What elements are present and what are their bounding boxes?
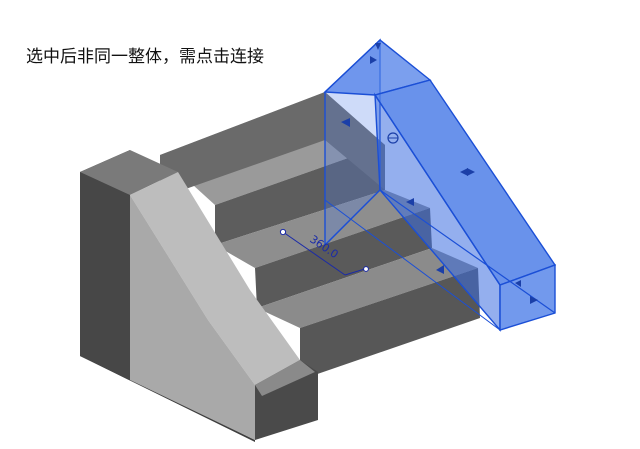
grip-arrow-mid2[interactable] <box>467 168 475 176</box>
grip-arrow-top[interactable] <box>375 43 381 50</box>
grip-arrow-step2[interactable] <box>436 265 444 274</box>
stair-tread-1 <box>215 190 430 268</box>
grip-arrow-upper[interactable] <box>370 56 377 64</box>
selection-hidden-edge <box>324 199 501 331</box>
stair-riser-1 <box>215 145 385 245</box>
grip-arrow-left[interactable] <box>341 118 350 127</box>
grip-arrow-end2[interactable] <box>515 280 521 287</box>
selection-bottom-edge <box>324 189 556 314</box>
dimension-grip-start[interactable] <box>279 228 287 236</box>
wall-lower-face <box>130 195 255 440</box>
stair-upper-side <box>325 92 385 190</box>
grip-arrow-mid[interactable] <box>460 168 468 176</box>
dimension-grip-end[interactable] <box>363 266 369 272</box>
wall-top-face <box>80 150 178 195</box>
side-wall[interactable] <box>80 150 318 442</box>
stair-tread-2 <box>257 248 478 328</box>
wall-end-top <box>255 360 315 396</box>
grip-arrow-step1[interactable] <box>406 198 414 206</box>
stair-upper-front <box>160 92 325 198</box>
grip-arrow-end[interactable] <box>530 296 538 304</box>
instruction-caption: 选中后非同一整体，需点击连接 <box>26 47 264 67</box>
selected-element[interactable] <box>323 38 557 332</box>
wall-left-face-shade <box>80 172 255 440</box>
stair-body[interactable] <box>160 92 480 380</box>
wall-sloped-face <box>130 172 300 385</box>
dimension-line <box>282 231 346 276</box>
stair-riser-3 <box>300 268 480 380</box>
stair-riser-2 <box>255 208 432 308</box>
